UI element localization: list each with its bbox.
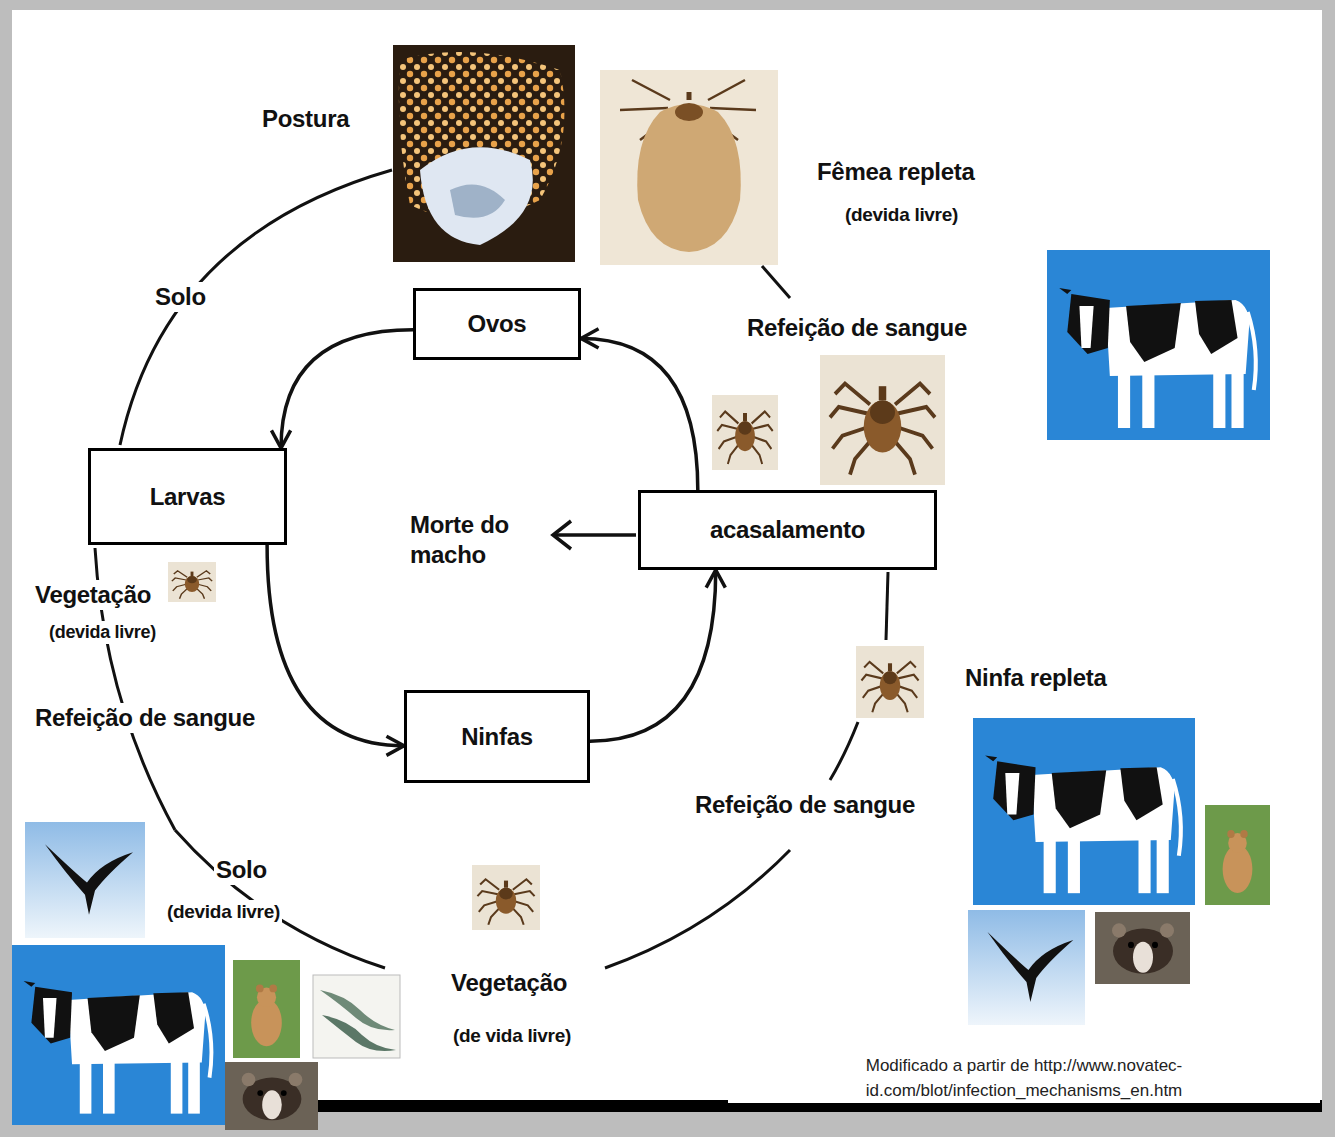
arrow-line	[581, 338, 698, 490]
cow-picture	[12, 945, 225, 1125]
tick-picture	[820, 355, 945, 485]
cycle-label: Vegetação	[449, 968, 569, 998]
arrow-head	[706, 570, 725, 588]
arrow-head	[386, 736, 404, 755]
cycle-label: (de vida livre)	[451, 1024, 573, 1048]
cow-picture	[973, 718, 1195, 905]
tick-picture	[712, 395, 778, 470]
cycle-label: Solo	[214, 855, 269, 885]
stage-label: Ninfas	[461, 723, 533, 751]
stage-label: acasalamento	[710, 516, 865, 544]
arrow-line	[590, 570, 716, 741]
arrow-line	[267, 545, 404, 746]
bird-picture	[25, 822, 145, 938]
rat-picture	[225, 1062, 318, 1130]
cow-picture	[1047, 250, 1270, 440]
stage-box: acasalamento	[638, 490, 937, 570]
cycle-label: (devida livre)	[843, 203, 960, 227]
cycle-label: Solo	[153, 282, 208, 312]
cycle-label: Refeição de sangue	[33, 703, 257, 733]
cycle-label: Refeição de sangue	[745, 313, 969, 343]
egg-mass-photo	[393, 45, 575, 262]
source-caption: Modificado a partir de http://www.novate…	[728, 1054, 1320, 1103]
rat-picture	[1095, 912, 1190, 984]
stage-label: Ovos	[468, 310, 527, 338]
arrow-head	[581, 329, 599, 348]
bird-picture	[968, 910, 1085, 1025]
arrow-line	[281, 330, 413, 448]
male-death-arrow	[553, 521, 636, 549]
cycle-arrow	[271, 330, 413, 448]
cycle-label: Refeição de sangue	[693, 790, 917, 820]
cycle-arrow	[581, 329, 698, 490]
cycle-arrow	[590, 570, 725, 741]
rodent-picture	[1205, 805, 1270, 905]
lizard-picture	[313, 975, 400, 1058]
cycle-label: Postura	[260, 104, 351, 134]
cycle-label: Morte do macho	[408, 510, 534, 570]
cycle-label: Vegetação	[33, 580, 153, 610]
cycle-label: Ninfa repleta	[963, 663, 1108, 693]
cycle-arrow	[267, 545, 404, 755]
arrow-head	[271, 430, 290, 448]
stage-box: Ninfas	[404, 690, 590, 783]
cycle-label: (devida livre)	[165, 900, 282, 924]
stage-label: Larvas	[150, 483, 226, 511]
larva-picture	[168, 562, 216, 602]
tick-picture	[856, 646, 924, 718]
tick-picture	[472, 865, 540, 930]
rodent-picture	[233, 960, 300, 1058]
stage-box: Ovos	[413, 288, 581, 360]
engorged-female-tick	[600, 70, 778, 265]
stage-box: Larvas	[88, 448, 287, 545]
cycle-label: (devida livre)	[47, 621, 158, 644]
cycle-label: Fêmea repleta	[815, 157, 977, 187]
